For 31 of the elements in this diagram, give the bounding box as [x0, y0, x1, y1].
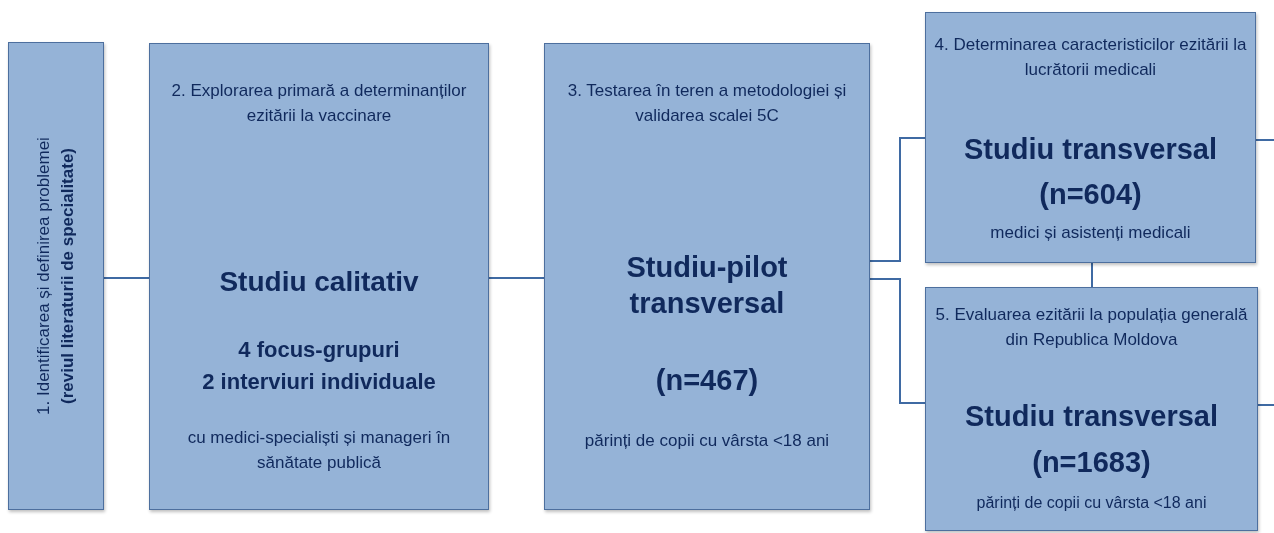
participants-note: medici și asistenți medicali	[989, 222, 1192, 244]
sample-size: (n=467)	[654, 363, 760, 398]
connector-line	[488, 277, 545, 279]
connector-line	[103, 277, 150, 279]
connector-line	[869, 278, 926, 404]
participants-note: părinți de copii cu vârsta <18 ani	[583, 430, 831, 452]
step-heading: 5. Evaluarea ezitării la populația generală din Republica Moldova	[934, 304, 1249, 351]
study-type: Studiu transversal	[963, 132, 1218, 167]
step-heading: 3. Testarea în teren a metodologiei și validarea scalei 5C	[566, 80, 848, 127]
process-box	[925, 287, 1258, 531]
study-detail: 2 interviuri individuale	[201, 368, 437, 396]
participants-note: cu medici-specialiști și manageri în sănătate publică	[186, 427, 452, 474]
connector-line	[1255, 139, 1274, 141]
connector-line	[1257, 404, 1274, 406]
connector-line	[1091, 262, 1093, 288]
step-heading: 2. Explorarea primară a determinanților ezitării la vaccinare	[170, 80, 468, 127]
sample-size: (n=604)	[1038, 177, 1143, 212]
process-box	[8, 42, 104, 510]
study-detail: 4 focus-grupuri	[237, 336, 401, 364]
step-note: (reviul literaturii de specialitate)	[57, 148, 78, 404]
process-box	[544, 43, 870, 510]
sample-size: (n=1683)	[1031, 445, 1152, 480]
study-type: Studiu-pilot transversal	[625, 250, 789, 322]
process-box	[149, 43, 489, 510]
process-box	[925, 12, 1256, 263]
step-heading: 1. Identificarea și definirea problemei	[33, 137, 54, 415]
connector-line	[869, 137, 926, 262]
study-type: Studiu transversal	[964, 399, 1219, 434]
study-type: Studiu calitativ	[218, 265, 420, 299]
participants-note: părinți de copii cu vârsta <18 ani	[975, 493, 1208, 513]
step-heading: 4. Determinarea caracteristicilor ezitării la lucrătorii medicali	[934, 34, 1247, 81]
